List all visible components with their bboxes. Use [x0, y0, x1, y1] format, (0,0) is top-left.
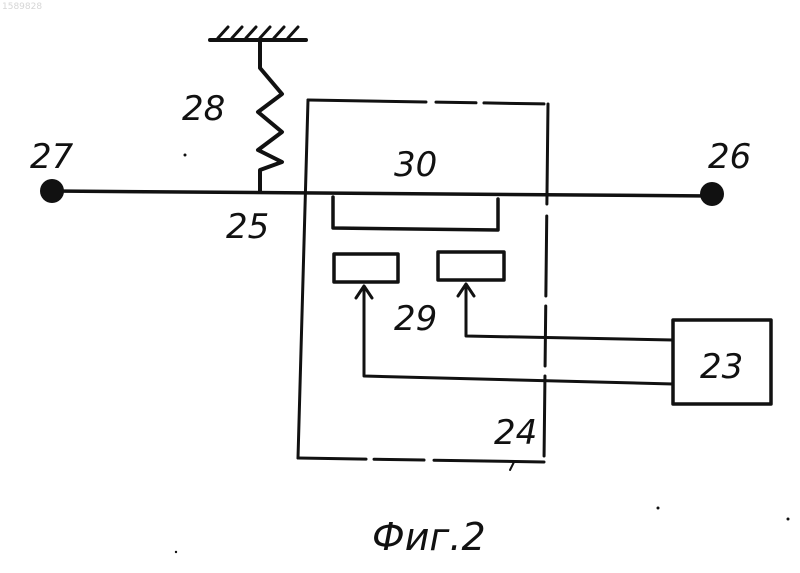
contact-pad-right [438, 252, 504, 280]
scan-speck [657, 507, 660, 510]
label-housing-24: 24 [494, 413, 537, 453]
contact-bar [333, 197, 498, 230]
fixed-support [210, 27, 306, 40]
terminal-27-dot [40, 179, 64, 203]
figure-caption: Фиг.2 [372, 515, 486, 559]
label-contact-pads-29: 29 [394, 299, 437, 339]
label-controller-23: 23 [700, 347, 743, 387]
label-spring-28: 28 [182, 89, 225, 129]
contact-pad-left [334, 254, 398, 282]
label-contact-bar-30: 30 [394, 145, 437, 185]
housing-leader-tick [510, 462, 514, 470]
spring [258, 40, 282, 192]
label-terminal-27: 27 [30, 137, 74, 177]
terminal-26-dot [700, 182, 724, 206]
main-conductor [52, 191, 712, 196]
scan-speck [175, 551, 177, 553]
signal-line-right-pad [458, 284, 673, 340]
label-terminal-26: 26 [708, 137, 751, 177]
scan-speck [184, 154, 187, 157]
scan-speck [787, 518, 790, 521]
label-node-25: 25 [226, 207, 269, 247]
corner-id: 1589828 [2, 2, 42, 12]
